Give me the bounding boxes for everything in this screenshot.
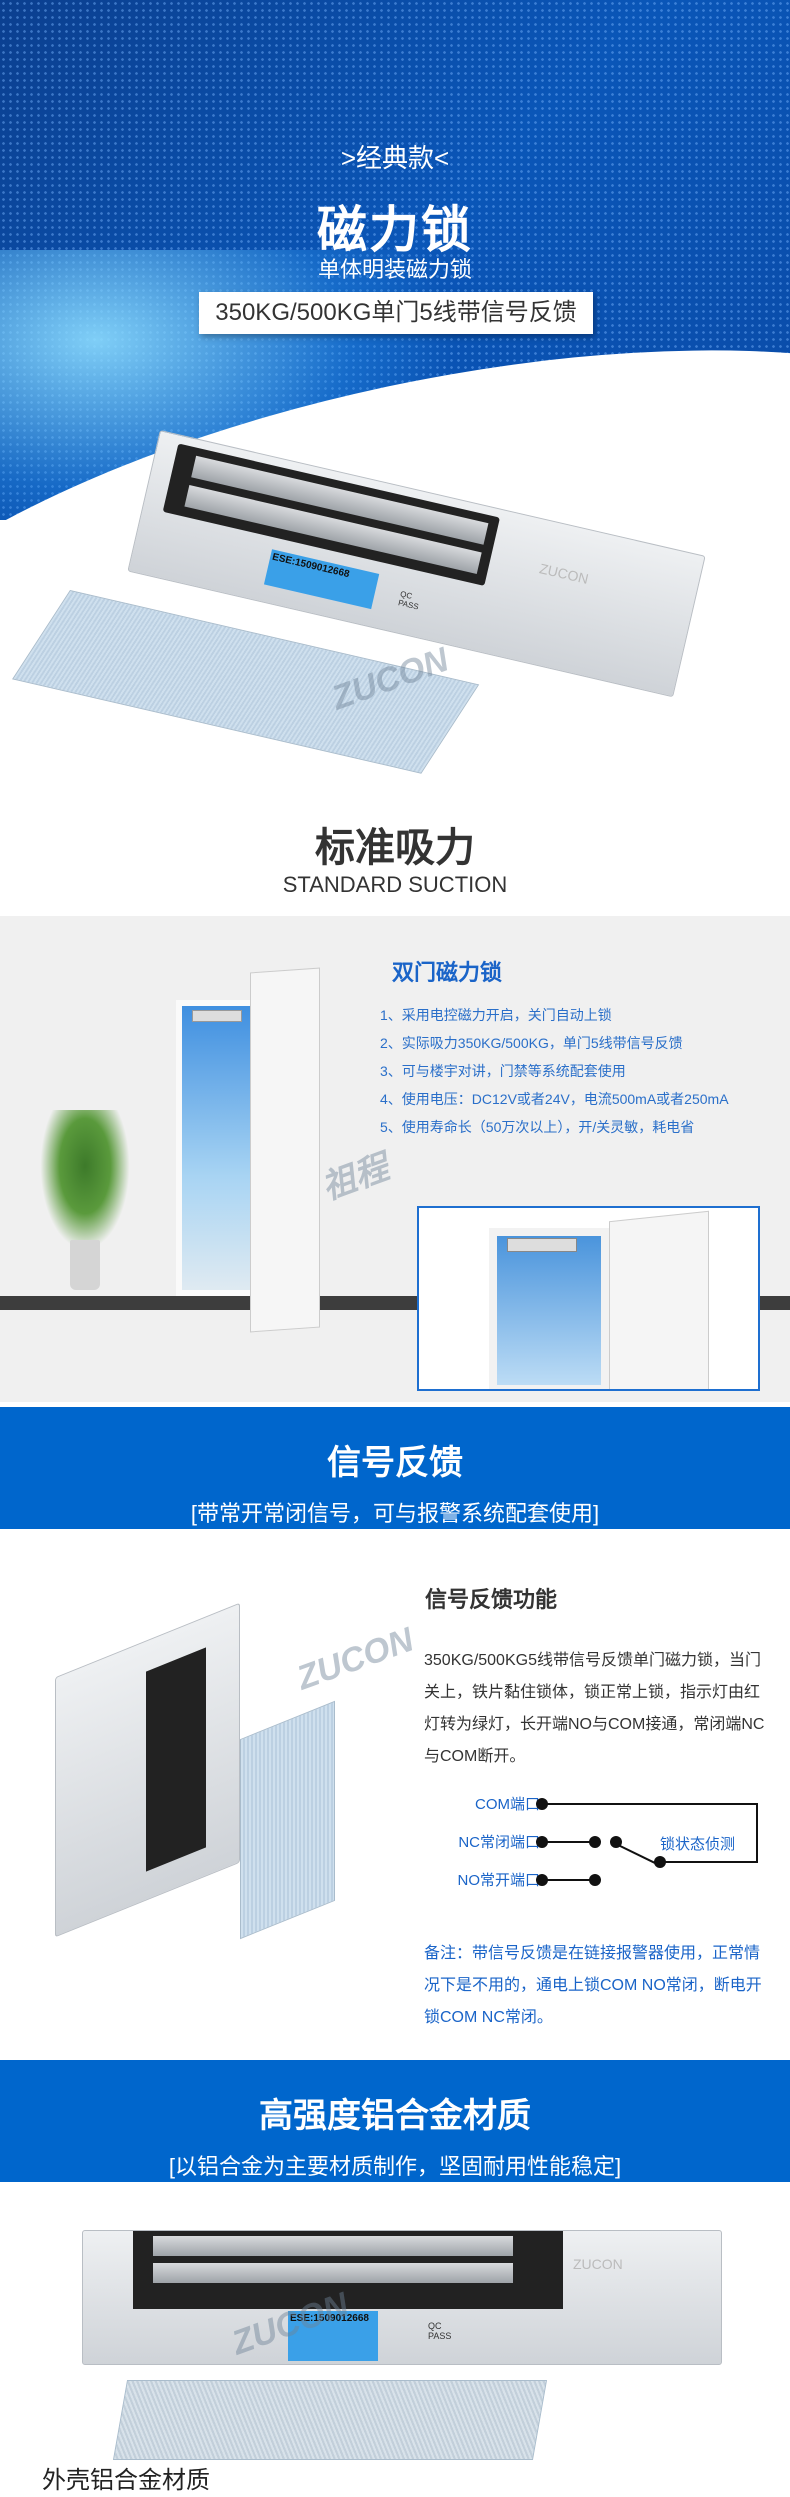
engraving: ZUCON <box>573 2256 623 2272</box>
no-port-label: NO常开端口 <box>457 1872 540 1889</box>
feature-item: 2、实际吸力350KG/500KG，单门5线带信号反馈 <box>380 1035 683 1051</box>
signal-banner-subtitle: [带常开常闭信号，可与报警系统配套使用] <box>190 1501 600 1526</box>
material-banner-subtitle: [以铝合金为主要材质制作，坚固耐用性能稳定] <box>168 2154 622 2179</box>
hero-description: 单体明装磁力锁 <box>317 257 472 282</box>
plant-pot <box>70 1240 100 1290</box>
standard-title: 标准吸力 <box>315 826 475 870</box>
nc-port-label: NC常闭端口 <box>458 1834 540 1851</box>
signal-feature-body: 350KG/500KG5线带信号反馈单门磁力锁，当门关上，铁片黏住锁体，锁正常上… <box>424 1652 765 1765</box>
feature-item: 4、使用电压：DC12V或者24V，电流500mA或者250mA <box>380 1091 729 1107</box>
qc-pass-mark: QC PASS <box>428 2321 452 2341</box>
door-maglock <box>192 1010 242 1022</box>
plant-image <box>40 1110 130 1250</box>
feature-item: 1、采用电控磁力开启，关门自动上锁 <box>380 1007 612 1023</box>
qc-pass-mark: QC PASS <box>397 589 420 612</box>
material-banner-title: 高强度铝合金材质 <box>259 2097 531 2135</box>
standard-subtitle: STANDARD SUCTION <box>282 872 508 897</box>
door-feature-title: 双门磁力锁 <box>392 960 503 985</box>
com-port-label: COM端口 <box>475 1796 540 1813</box>
cert-label: ESE:1509012668 <box>288 2311 378 2361</box>
armature-front-image <box>112 2380 548 2460</box>
signal-banner-title: 信号反馈 <box>327 1444 463 1482</box>
material-banner: 高强度铝合金材质 [以铝合金为主要材质制作，坚固耐用性能稳定] <box>0 2060 790 2182</box>
maglock-front-image: ESE:1509012668 QC PASS ZUCON <box>82 2230 722 2365</box>
feature-item: 3、可与楼宇对讲，门禁等系统配套使用 <box>380 1063 626 1079</box>
feature-item: 5、使用寿命长（50万次以上），开/关灵敏，耗电省 <box>380 1119 695 1135</box>
signal-note: 备注：带信号反馈是在链接报警器使用，正常情况下是不用的，通电上锁COM NO常闭… <box>424 1945 762 2026</box>
maglock-side-image <box>55 1602 240 1938</box>
hero-subtitle: >经典款< <box>340 143 450 173</box>
detector-label: 锁状态侦测 <box>660 1836 736 1853</box>
material-caption: 外壳铝合金材质 <box>42 2467 210 2494</box>
armature-side-image <box>240 1700 335 1940</box>
engraving: ZUCON <box>537 560 591 587</box>
signal-feature-title: 信号反馈功能 <box>425 1587 558 1612</box>
hero-spec-box: 350KG/500KG单门5线带信号反馈 <box>199 292 593 334</box>
hero-title: 磁力锁 <box>317 202 473 258</box>
door-detail-inset <box>417 1206 760 1391</box>
cert-label: ESE:1509012668 <box>263 549 380 610</box>
zucon-watermark: ZUCON <box>291 1620 419 1698</box>
signal-banner: 信号反馈 [带常开常闭信号，可与报警系统配套使用] <box>0 1407 790 1529</box>
hero-banner <box>0 0 790 520</box>
door-leaf-image <box>250 967 320 1333</box>
